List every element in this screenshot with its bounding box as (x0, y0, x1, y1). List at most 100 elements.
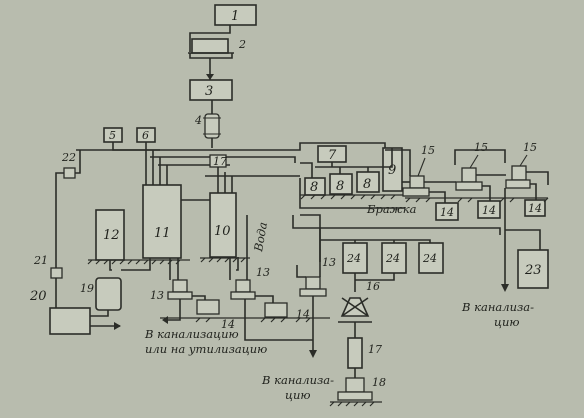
pipe-5-down (112, 142, 160, 151)
label-14a: 14 (440, 206, 454, 219)
pipe-13a-14d (192, 295, 206, 300)
pipe-24-16 (354, 273, 395, 292)
label-2: 2 (238, 38, 246, 51)
floor-8-hatch (300, 194, 396, 200)
pipe-15a-14a (429, 191, 446, 203)
pipe-8-header (315, 148, 393, 174)
label-15a: 15 (421, 144, 435, 157)
pipe-11-13a (169, 258, 179, 280)
pipe-1-2 (189, 25, 231, 52)
leader-15c (519, 154, 528, 167)
label-20: 20 (29, 289, 47, 304)
label-7: 7 (328, 148, 337, 163)
floor-bottom-hatch (195, 317, 311, 323)
pipe-15c-14c (530, 183, 537, 200)
unit-8b-box (329, 173, 353, 195)
unit-3-box (189, 79, 233, 101)
label-24a: 24 (346, 252, 361, 265)
header-second (150, 156, 296, 163)
unit-18-base (337, 391, 373, 401)
unit-15a-body (409, 175, 425, 189)
label-8b: 8 (336, 179, 344, 194)
arrow-2-3 (206, 74, 214, 80)
caption-sewer-util-2: или на утилизацию (145, 342, 267, 356)
label-14e: 14 (296, 308, 310, 321)
unit-21-box (50, 267, 63, 279)
unit-15a-base (402, 187, 430, 197)
tank-19 (95, 277, 122, 311)
tank-10 (209, 192, 237, 258)
label-17-top: 17 (213, 155, 227, 168)
label-14b: 14 (482, 204, 496, 217)
leader-15a (417, 157, 426, 177)
label-11: 11 (154, 226, 171, 241)
train-header (385, 149, 549, 185)
label-13c: 13 (322, 256, 336, 269)
label-14c: 14 (528, 202, 542, 215)
arrow-right-sewer (501, 284, 509, 292)
label-5: 5 (109, 129, 116, 142)
tank-20 (49, 307, 91, 335)
unit-13b-base (230, 291, 256, 300)
pipe-into-10 (205, 167, 300, 193)
caption-sewer-util-1: В канализацию (144, 327, 239, 341)
label-1: 1 (231, 9, 239, 24)
caption-sewer-right-1: В канализа- (461, 300, 534, 314)
arrow-mid-sewer (309, 350, 317, 358)
pipe-22 (55, 150, 81, 268)
unit-13b-body (235, 279, 251, 293)
unit-2-tray (188, 52, 234, 59)
label-22: 22 (61, 151, 76, 164)
label-24b: 24 (385, 252, 400, 265)
label-14d: 14 (221, 318, 235, 331)
unit-17-column (347, 337, 363, 369)
label-4: 4 (194, 114, 202, 127)
label-13a: 13 (150, 289, 164, 302)
label-19: 19 (80, 282, 94, 295)
caption-sewer-right-2: цию (494, 315, 520, 329)
floor-train-hatch (405, 197, 549, 203)
brazhka-line (299, 178, 405, 209)
pipe-into-11 (152, 150, 168, 185)
pipe-10-13b (229, 257, 239, 280)
label-15b: 15 (474, 141, 488, 154)
header-24 (319, 239, 431, 262)
unit-22-box (63, 167, 76, 179)
label-13b: 13 (256, 266, 270, 279)
pipe-13c-feed (296, 214, 321, 278)
tank-11 (142, 184, 182, 259)
arrow-13a-sewer (162, 316, 168, 324)
label-9: 9 (388, 163, 396, 178)
caption-sewer-mid-2: цию (285, 388, 311, 402)
label-17: 17 (368, 343, 382, 356)
tank-14b (477, 200, 501, 219)
caption-sewer-mid-1: В канализа- (261, 373, 334, 387)
label-23: 23 (524, 263, 542, 278)
pipe-12-19 (109, 260, 112, 271)
pipe-15b-14b (482, 185, 491, 201)
label-12: 12 (103, 228, 120, 243)
unit-13a-body (172, 279, 188, 293)
unit-13a-base (167, 291, 193, 300)
unit-15c-body (511, 165, 527, 181)
pipe-to-24-header (292, 215, 321, 240)
label-18: 18 (372, 376, 386, 389)
header-main (76, 142, 386, 151)
floor-mid-hatch (200, 257, 246, 263)
tank-14e (264, 302, 288, 318)
label-8c: 8 (363, 177, 371, 192)
arrow-20-out (114, 322, 121, 330)
pipe-13b-14e (255, 295, 274, 303)
caption-voda: Вода (251, 221, 270, 254)
unit-15b-body (461, 167, 477, 183)
label-6: 6 (142, 129, 149, 142)
pipe-19-20 (90, 310, 109, 317)
tank-24c (418, 242, 444, 274)
pipe-13a-sewer (164, 299, 181, 321)
unit-18-body (345, 377, 365, 393)
label-3: 3 (205, 84, 213, 99)
tank-12 (95, 209, 125, 261)
pipe-11-19 (121, 258, 151, 271)
pipe-13c-down (244, 296, 314, 355)
